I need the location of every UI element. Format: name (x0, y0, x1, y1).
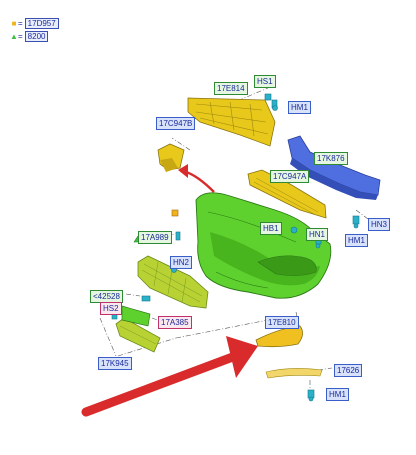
legend-row-1: ■=17D957 (10, 18, 59, 30)
callout-hn2: HN2 (170, 256, 193, 269)
energy-absorber-17k876 (287, 135, 381, 200)
legend-sep: = (18, 19, 23, 28)
legend-value: 17D957 (24, 18, 59, 29)
callout-17k876: 17K876 (314, 152, 348, 165)
triangle-icon: ▲ (10, 32, 18, 41)
callout-hn1: HN1 (306, 228, 329, 241)
trim-strip-17626 (265, 368, 323, 379)
legend-row-2: ▲=8200 (10, 31, 49, 43)
callout-hb1: HB1 (260, 222, 282, 235)
bracket-17c947b (157, 143, 185, 172)
callout-hs1: HS1 (254, 75, 276, 88)
legend-value: 8200 (24, 31, 49, 42)
callout-hm1: HM1 (288, 101, 311, 114)
lower-grille (137, 255, 209, 309)
callout-17e814: 17E814 (214, 82, 248, 95)
callout-17k945: 17K945 (98, 357, 132, 370)
fog-lamp-cover-17e810 (255, 325, 303, 348)
callout-hs2: HS2 (100, 302, 122, 315)
callout-17c947b: 17C947B (156, 117, 196, 130)
callout-hm1: HM1 (326, 388, 349, 401)
callout-hn3: HN3 (368, 218, 391, 231)
callout-hm1: HM1 (345, 234, 368, 247)
bumper-reinforcement-17e814 (187, 97, 276, 147)
callout-17a385: 17A385 (158, 316, 192, 329)
callout-17c947a: 17C947A (270, 170, 310, 183)
panel-17a385 (121, 305, 151, 327)
callout-17e810: 17E810 (265, 316, 299, 329)
front-bumper-cover (195, 192, 332, 299)
callout-17a989: 17A989 (138, 231, 172, 244)
callout-17626: 17626 (334, 364, 363, 377)
legend-sep: = (18, 32, 23, 41)
red-arrows (81, 164, 258, 417)
square-icon: ■ (11, 19, 17, 28)
